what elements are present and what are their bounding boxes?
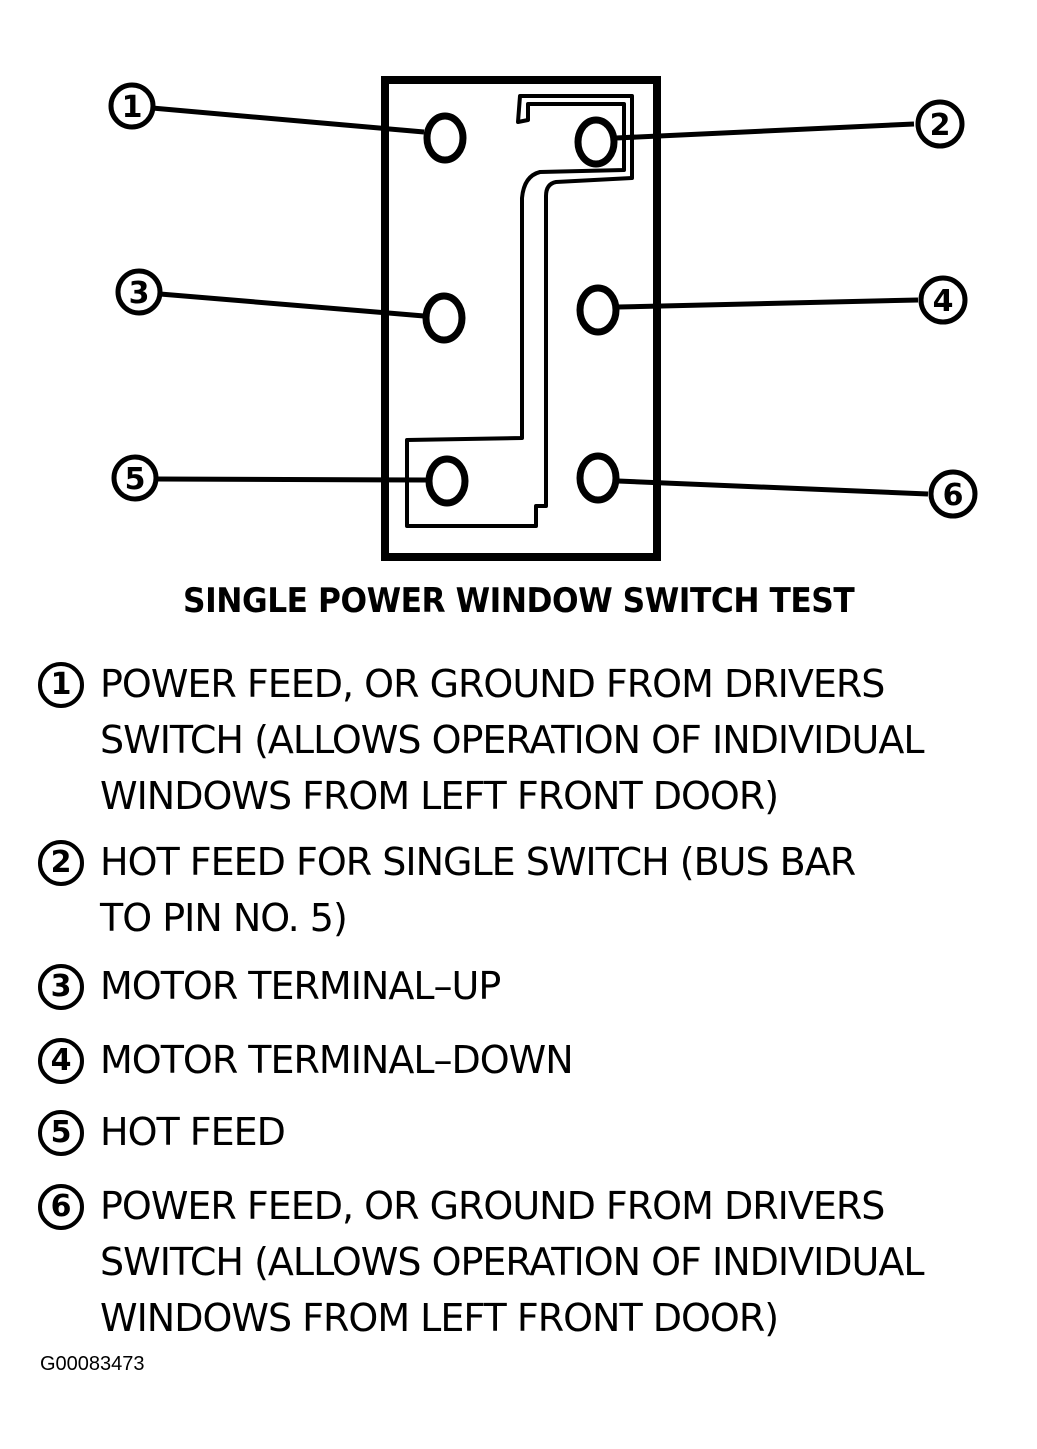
pin-2 [574, 116, 618, 168]
legend-line: SWITCH (ALLOWS OPERATION OF INDIVIDUAL [100, 1240, 925, 1284]
legend-text-3: MOTOR TERMINAL–UP [100, 958, 1020, 1014]
callout-6: 6 [928, 469, 978, 519]
legend-number-3: 3 [38, 964, 84, 1010]
legend-line: POWER FEED, OR GROUND FROM DRIVERS [100, 662, 885, 706]
legend-line: HOT FEED FOR SINGLE SWITCH (BUS BAR [100, 840, 856, 884]
leader-lines [151, 105, 929, 497]
legend-line: SWITCH (ALLOWS OPERATION OF INDIVIDUAL [100, 718, 925, 762]
legend-line: TO PIN NO. 5) [100, 896, 348, 940]
switch-connector-diagram: 1 2 3 4 5 6 [108, 76, 978, 561]
figure-id: G00083473 [40, 1353, 145, 1375]
legend-line: WINDOWS FROM LEFT FRONT DOOR) [100, 774, 779, 818]
legend-line: MOTOR TERMINAL–DOWN [100, 1038, 574, 1082]
callout-2: 2 [915, 99, 965, 149]
pin-1 [423, 112, 467, 164]
legend-line: MOTOR TERMINAL–UP [100, 964, 501, 1008]
callout-4: 4 [918, 275, 968, 325]
pin-5 [425, 455, 469, 507]
leader-line-4 [617, 297, 919, 310]
legend-number-6: 6 [38, 1184, 84, 1230]
legend-line: WINDOWS FROM LEFT FRONT DOOR) [100, 1296, 779, 1340]
legend-text-5: HOT FEED [100, 1104, 1020, 1160]
switch-housing [381, 76, 661, 561]
pin-3 [422, 292, 466, 344]
callout-6-label: 6 [943, 478, 964, 513]
legend-text-4: MOTOR TERMINAL–DOWN [100, 1032, 1020, 1088]
leader-line-2 [615, 121, 915, 141]
callout-4-label: 4 [933, 284, 954, 319]
legend-text-1: POWER FEED, OR GROUND FROM DRIVERS SWITC… [100, 656, 1020, 824]
legend-line: POWER FEED, OR GROUND FROM DRIVERS [100, 1184, 885, 1228]
legend-text-6: POWER FEED, OR GROUND FROM DRIVERS SWITC… [100, 1178, 1020, 1346]
legend-line: HOT FEED [100, 1110, 286, 1154]
leader-line-3 [159, 291, 425, 319]
leader-line-5 [155, 476, 427, 483]
callout-2-label: 2 [930, 108, 951, 143]
callout-3-label: 3 [129, 276, 150, 311]
leader-line-1 [151, 105, 425, 135]
diagram-title: SINGLE POWER WINDOW SWITCH TEST [183, 581, 855, 621]
legend-number-5: 5 [38, 1110, 84, 1156]
bus-bar [405, 94, 634, 528]
callout-5: 5 [111, 454, 159, 502]
callout-5-label: 5 [125, 462, 146, 497]
callout-1-label: 1 [122, 90, 143, 125]
pin-6 [576, 452, 620, 504]
callout-3: 3 [115, 268, 163, 316]
legend-number-4: 4 [38, 1038, 84, 1084]
legend-number-1: 1 [38, 662, 84, 708]
callout-1: 1 [108, 82, 156, 130]
legend-number-2: 2 [38, 840, 84, 886]
legend-text-2: HOT FEED FOR SINGLE SWITCH (BUS BAR TO P… [100, 834, 1020, 946]
leader-line-6 [617, 478, 929, 497]
pin-4 [576, 284, 620, 336]
